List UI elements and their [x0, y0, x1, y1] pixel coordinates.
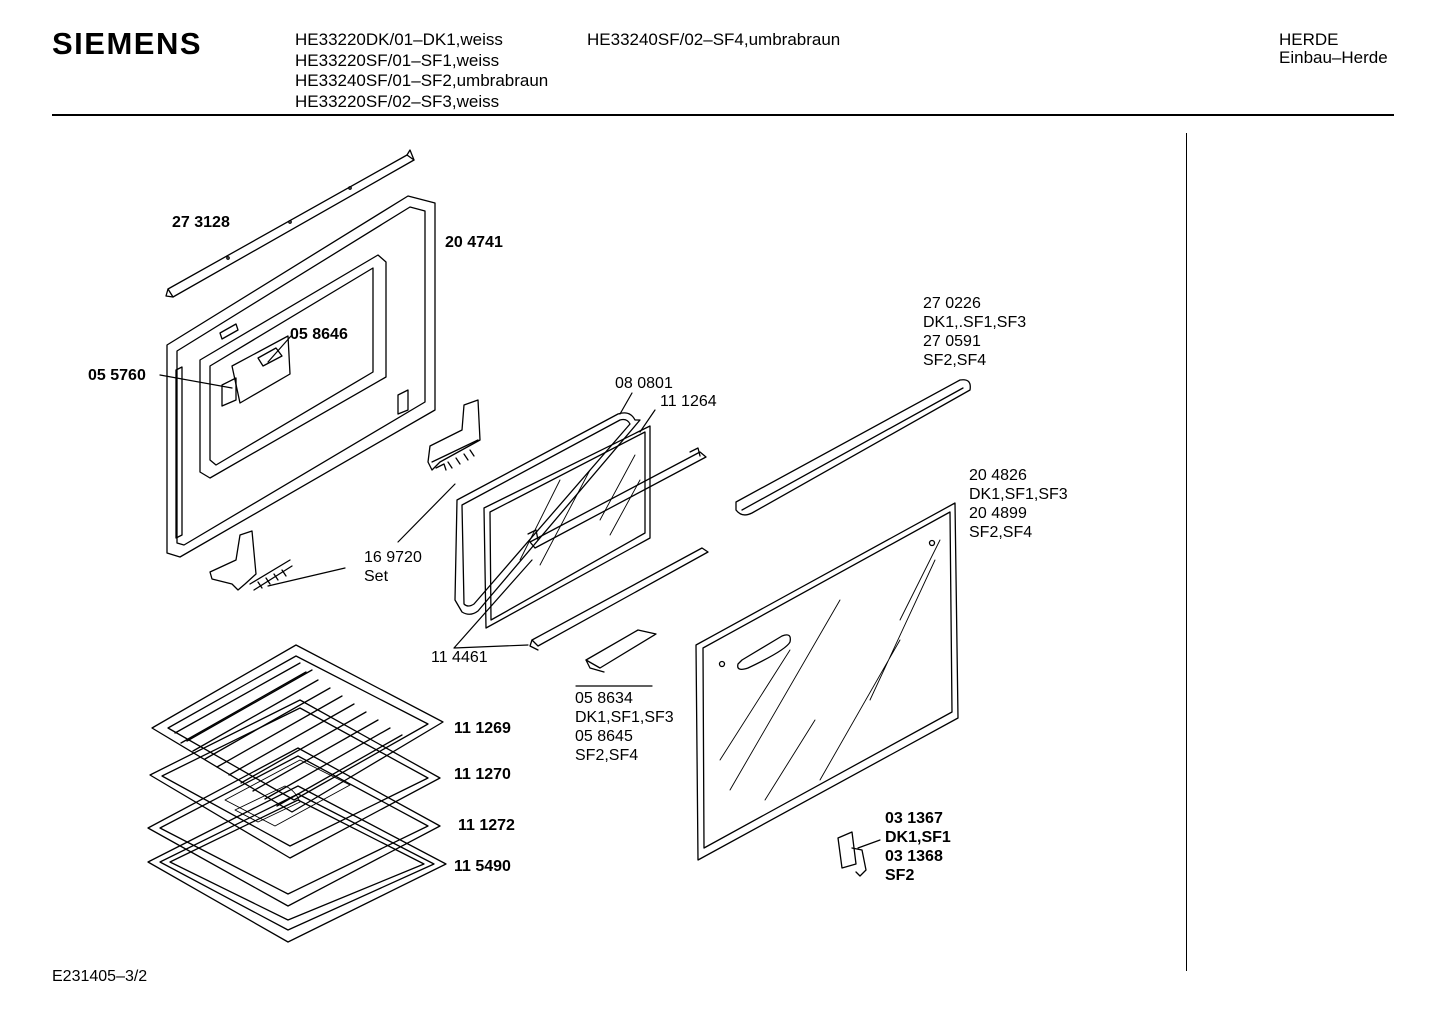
outer-glass-door	[695, 502, 959, 861]
top-trim-strip	[165, 149, 415, 298]
variant-list: SF2,SF4	[923, 352, 987, 369]
part-number: 20 4899	[969, 505, 1027, 522]
variant-list: DK1,SF1,SF3	[969, 486, 1068, 503]
model-entry: HE33220SF/02–SF3,weiss	[295, 91, 500, 111]
model-list-secondary: HE33240SF/02–SF4,umbrabraun	[587, 30, 840, 51]
door-gasket	[454, 412, 641, 615]
insulation-bracket	[221, 335, 291, 407]
model-entry: HE33220SF/01–SF1,weiss	[295, 50, 500, 70]
model-entry: HE33220DK/01–DK1,weiss	[295, 30, 503, 49]
part-number: 05 8645	[575, 728, 633, 745]
part-number: 20 4826	[969, 467, 1027, 484]
part-label-204826: 20 4826 DK1,SF1,SF3 20 4899 SF2,SF4	[969, 466, 1068, 542]
bottom-trim-strip	[529, 547, 709, 651]
part-label-111272: 11 1272	[458, 817, 515, 834]
vertical-divider	[1186, 133, 1187, 971]
variant-list: SF2,SF4	[969, 524, 1033, 541]
part-number: 03 1367	[885, 810, 943, 827]
small-cover-plate	[585, 629, 657, 673]
variant-list: DK1,SF1,SF3	[575, 709, 674, 726]
grill-frame	[147, 785, 447, 943]
part-number: 03 1368	[885, 848, 943, 865]
part-label-111269: 11 1269	[454, 720, 511, 737]
glass-retaining-strip	[527, 447, 707, 549]
hinge-upper	[427, 399, 481, 471]
part-label-058634: 05 8634 DK1,SF1,SF3 05 8645 SF2,SF4	[575, 689, 674, 765]
variant-list: SF2	[885, 867, 915, 884]
category-title: HERDE	[1279, 30, 1339, 49]
variant-list: DK1,.SF1,SF3	[923, 314, 1027, 331]
header-divider	[52, 114, 1394, 116]
part-number: 27 0591	[923, 333, 981, 350]
drawing-number: E231405–3/2	[52, 968, 148, 985]
inner-glass-pane	[483, 425, 651, 629]
part-label-080801: 08 0801	[615, 375, 673, 392]
part-label-055760: 05 5760	[88, 367, 146, 384]
variant-list: SF2,SF4	[575, 747, 639, 764]
part-label-204741: 20 4741	[445, 234, 503, 251]
door-handle	[735, 379, 971, 516]
variant-list: DK1,SF1	[885, 829, 951, 846]
part-number: 05 8634	[575, 690, 633, 707]
part-label-111264: 11 1264	[660, 393, 717, 410]
part-label-058646: 05 8646	[290, 326, 348, 343]
part-label-111270: 11 1270	[454, 766, 511, 783]
door-clip	[837, 831, 867, 877]
door-inner-frame	[166, 195, 436, 558]
hinge-lower	[209, 530, 293, 591]
model-list-primary: HE33220DK/01–DK1,weiss HE33220SF/01–SF1,…	[295, 30, 548, 112]
brand-logo: SIEMENS	[52, 26, 203, 61]
part-label-169720: 16 9720 Set	[364, 548, 422, 586]
part-label-273128: 27 3128	[172, 214, 230, 231]
part-number: 27 0226	[923, 295, 981, 312]
category-block: HERDE Einbau–Herde	[1279, 31, 1388, 67]
part-note: Set	[364, 568, 389, 585]
subcategory-title: Einbau–Herde	[1279, 48, 1388, 67]
model-entry: HE33240SF/01–SF2,umbrabraun	[295, 71, 549, 90]
model-entry: HE33240SF/02–SF4,umbrabraun	[587, 30, 841, 49]
universal-pan	[147, 747, 441, 907]
part-label-270226: 27 0226 DK1,.SF1,SF3 27 0591 SF2,SF4	[923, 294, 1026, 370]
leader-lines	[159, 335, 881, 849]
part-label-031367: 03 1367 DK1,SF1 03 1368 SF2	[885, 809, 951, 885]
part-number: 16 9720	[364, 549, 422, 566]
baking-tray	[149, 699, 441, 859]
part-label-114461: 11 4461	[431, 649, 488, 666]
part-label-115490: 11 5490	[454, 858, 511, 875]
